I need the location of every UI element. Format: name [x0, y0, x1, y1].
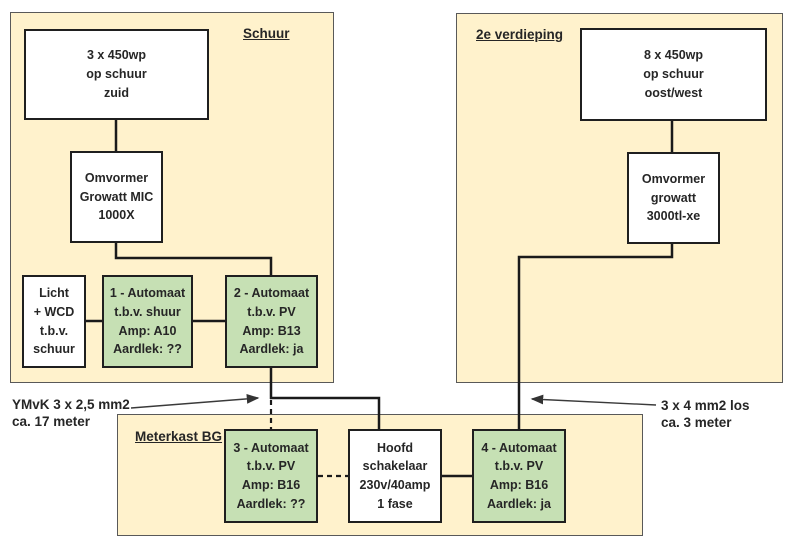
box-licht-wcd: Licht + WCD t.b.v. schuur [22, 275, 86, 368]
cable-arrow-right [530, 394, 657, 406]
cable-arrow-left [130, 393, 260, 409]
box-pv-oostwest: 8 x 450wp op schuur oost/west [580, 28, 767, 121]
box-omvormer-growatt-mic: Omvormer Growatt MIC 1000X [70, 151, 163, 243]
box-automaat-3: 3 - Automaat t.b.v. PV Amp: B16 Aardlek:… [224, 429, 318, 523]
cable-label-3x4mm2: 3 x 4 mm2 los ca. 3 meter [661, 398, 750, 430]
box-automaat-4: 4 - Automaat t.b.v. PV Amp: B16 Aardlek:… [472, 429, 566, 523]
panel-title-meterkast-bg: Meterkast BG [135, 429, 223, 444]
box-omvormer-growatt-3000: Omvormer growatt 3000tl-xe [627, 152, 720, 244]
box-pv-zuid: 3 x 450wp op schuur zuid [24, 29, 209, 120]
box-automaat-1: 1 - Automaat t.b.v. shuur Amp: A10 Aardl… [102, 275, 193, 368]
panel-title-schuur: Schuur [243, 26, 290, 41]
box-automaat-2: 2 - Automaat t.b.v. PV Amp: B13 Aardlek:… [225, 275, 318, 368]
cable-label-ymvk: YMvK 3 x 2,5 mm2 ca. 17 meter [12, 397, 130, 429]
panel-title-2e-verdieping: 2e verdieping [476, 27, 564, 42]
box-hoofdschakelaar: Hoofd schakelaar 230v/40amp 1 fase [348, 429, 442, 523]
